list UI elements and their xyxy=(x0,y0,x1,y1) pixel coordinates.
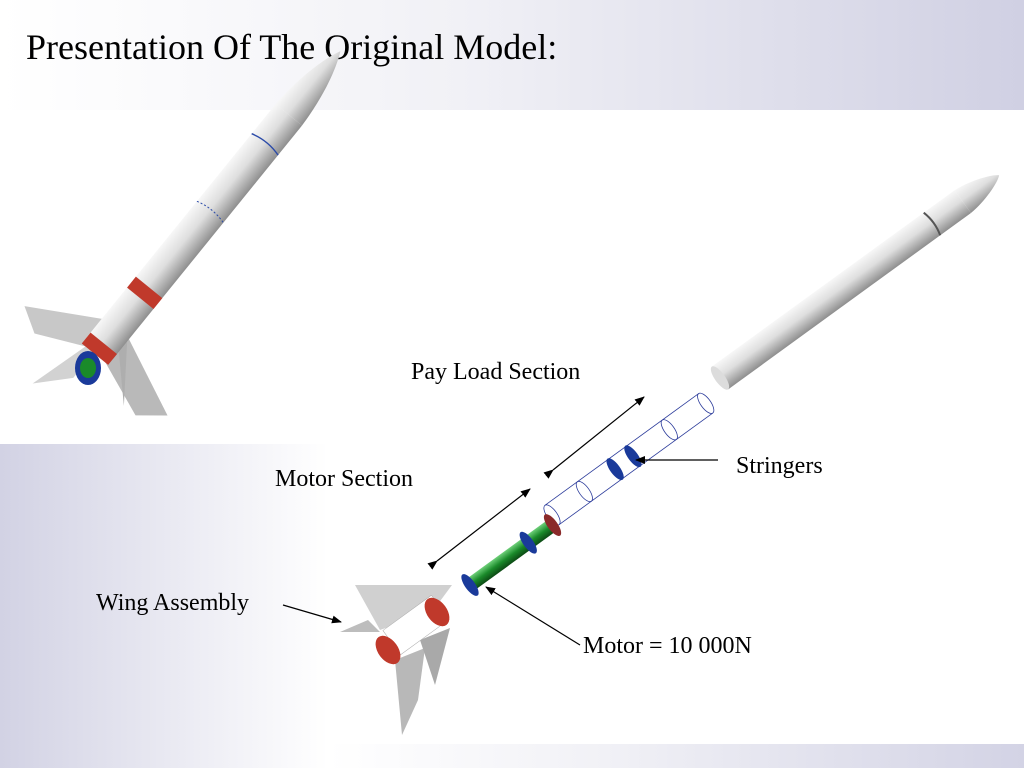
section-seam xyxy=(251,133,279,156)
coupler-band xyxy=(127,276,163,309)
payload-tube xyxy=(710,175,1000,390)
payload-end xyxy=(710,366,730,390)
motor-pointer xyxy=(485,586,581,646)
motor-ring xyxy=(461,574,479,596)
wing-ring xyxy=(375,635,401,665)
slide-bottom-strip xyxy=(328,744,1024,768)
payload-section-arrow xyxy=(543,396,645,479)
motor-assembly xyxy=(461,514,562,596)
rocket-nose-cone xyxy=(275,51,341,126)
motor-section-arrow xyxy=(427,488,531,570)
rocket-body-tube xyxy=(86,104,303,359)
motor-casing xyxy=(465,520,556,591)
aft-band xyxy=(81,332,117,365)
wing-assembly xyxy=(340,585,452,735)
slide-side-panel xyxy=(0,444,328,768)
wing-assembly-pointer xyxy=(282,604,342,624)
slide-title: Presentation Of The Original Model: xyxy=(26,27,558,67)
nose-seam xyxy=(923,211,942,236)
stringer-ring xyxy=(606,458,624,481)
motor-nozzle xyxy=(80,358,96,378)
assembled-rocket xyxy=(24,51,341,416)
label-motor-thrust: Motor = 10 000N xyxy=(583,633,752,659)
label-wing-assembly: Wing Assembly xyxy=(96,590,250,616)
label-stringers: Stringers xyxy=(736,453,823,479)
label-pay-load-section: Pay Load Section xyxy=(411,359,581,385)
exploded-nose-cone xyxy=(954,175,1000,213)
label-motor-section: Motor Section xyxy=(275,466,413,492)
wing-ring xyxy=(424,597,450,627)
section-seam xyxy=(196,200,224,223)
payload-body xyxy=(711,190,971,390)
motor-bulkhead xyxy=(543,514,562,536)
stringer-ring xyxy=(624,445,642,468)
